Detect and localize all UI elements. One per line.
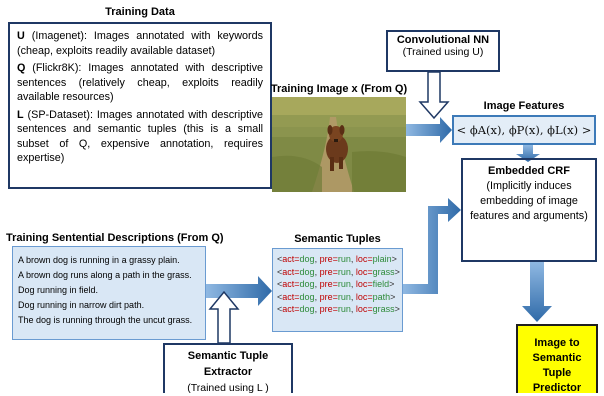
image-features-title: Image Features (483, 100, 565, 112)
training-item-q: Q (Flickr8K): Images annotated with desc… (17, 62, 263, 103)
sentence-line: A brown dog runs along a path in the gra… (18, 270, 192, 280)
predictor-title: Image to Semantic Tuple Predictor (532, 337, 582, 394)
arrow-image-to-features (406, 117, 452, 143)
crf-description: (Implicitly induces embedding of image f… (470, 180, 588, 222)
crf-title: Embedded CRF (488, 165, 570, 177)
tuple-row: <act=dog, pre=run, loc=path> (277, 291, 396, 302)
cnn-subtitle: (Trained using U) (402, 46, 484, 58)
tuple-row: <act=dog, pre=run, loc=field> (277, 279, 395, 290)
arrow-extractor-to-pipeline (208, 290, 240, 344)
training-item-l: L (SP-Dataset): Images annotated with de… (17, 108, 263, 165)
training-data-box: U (Imagenet): Images annotated with keyw… (8, 22, 272, 189)
training-image-photo (272, 97, 406, 192)
image-features-box: < ϕA(x), ϕP(x), ϕL(x) > (452, 115, 596, 145)
tuples-title: Semantic Tuples (294, 233, 381, 245)
training-image-title: Training Image x (From Q) (270, 83, 408, 95)
sentence-line: Dog running in field. (18, 285, 99, 295)
sentence-line: Dog running in narrow dirt path. (18, 300, 145, 310)
arrow-sentences-to-tuples (206, 276, 272, 306)
cnn-box: Convolutional NN (Trained using U) (386, 30, 500, 72)
tuple-row: <act=dog, pre=run, loc=grass> (277, 266, 400, 277)
arrow-crf-to-predictor (522, 262, 552, 322)
cnn-title: Convolutional NN (396, 34, 490, 46)
sentence-line: The dog is running through the uncut gra… (18, 315, 193, 325)
arrow-cnn-to-features (418, 71, 450, 120)
sentences-title: Training Sentential Descriptions (From Q… (6, 232, 224, 244)
tuple-extractor-box: Semantic Tuple Extractor (Trained using … (163, 343, 293, 394)
training-item-u: U (Imagenet): Images annotated with keyw… (17, 30, 263, 57)
extractor-subtitle: (Trained using L ) (187, 382, 269, 394)
training-data-title: Training Data (105, 6, 175, 18)
tuple-row: <act=dog, pre=run, loc=grass> (277, 304, 400, 315)
sentence-line: A brown dog is running in a grassy plain… (18, 255, 180, 265)
arrow-features-to-crf (516, 145, 540, 162)
sentences-box: A brown dog is running in a grassy plain… (12, 246, 206, 340)
image-features-formula: < ϕA(x), ϕP(x), ϕL(x) > (456, 123, 592, 137)
tuples-box: <act=dog, pre=run, loc=plain> <act=dog, p… (272, 248, 403, 332)
extractor-title: Semantic Tuple Extractor (187, 350, 269, 378)
predictor-box: Image to Semantic Tuple Predictor (516, 324, 598, 394)
dog-photo-illustration (272, 97, 406, 192)
embedded-crf-box: Embedded CRF (Implicitly induces embeddi… (461, 158, 597, 262)
arrow-tuples-to-crf (403, 198, 461, 294)
tuple-row: <act=dog, pre=run, loc=plain> (277, 254, 397, 264)
